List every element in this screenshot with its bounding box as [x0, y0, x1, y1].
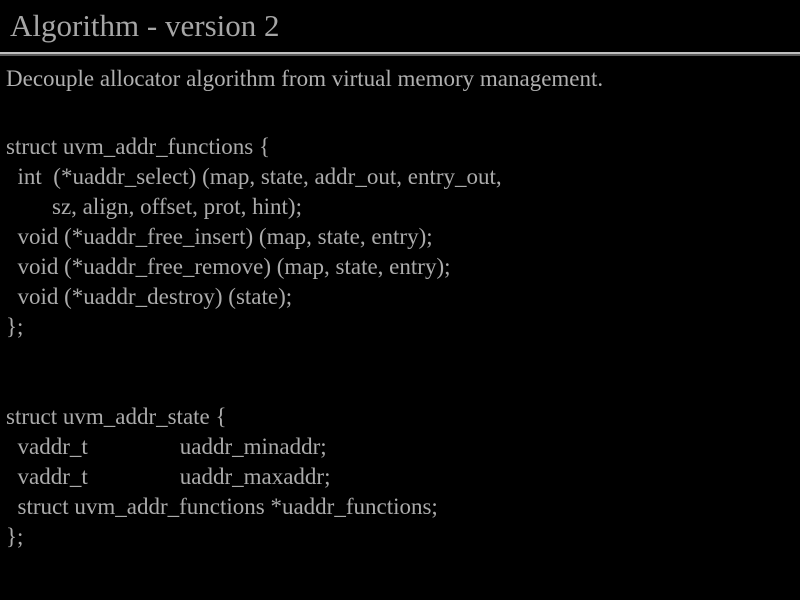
- code-line: struct uvm_addr_functions {: [6, 134, 270, 159]
- code-line: void (*uaddr_destroy) (state);: [6, 284, 293, 309]
- code-line: vaddr_t uaddr_minaddr;: [6, 434, 327, 459]
- code-line: struct uvm_addr_functions *uaddr_functio…: [6, 494, 438, 519]
- slide-subtitle: Decouple allocator algorithm from virtua…: [6, 66, 604, 91]
- code-block: struct uvm_addr_functions { int (*uaddr_…: [0, 132, 800, 552]
- code-line: sz, align, offset, prot, hint);: [6, 194, 302, 219]
- code-line: int (*uaddr_select) (map, state, addr_ou…: [6, 164, 502, 189]
- title-divider: [0, 52, 800, 54]
- code-line: [0, 342, 800, 372]
- code-line: struct uvm_addr_state {: [6, 404, 227, 429]
- code-line: void (*uaddr_free_insert) (map, state, e…: [6, 224, 433, 249]
- title-divider-shadow: [0, 54, 800, 56]
- code-line: [0, 372, 800, 402]
- page-title: Algorithm - version 2: [10, 8, 280, 43]
- code-line: vaddr_t uaddr_maxaddr;: [6, 464, 331, 489]
- code-line: void (*uaddr_free_remove) (map, state, e…: [6, 254, 451, 279]
- code-line: };: [6, 524, 24, 549]
- code-line: };: [6, 314, 24, 339]
